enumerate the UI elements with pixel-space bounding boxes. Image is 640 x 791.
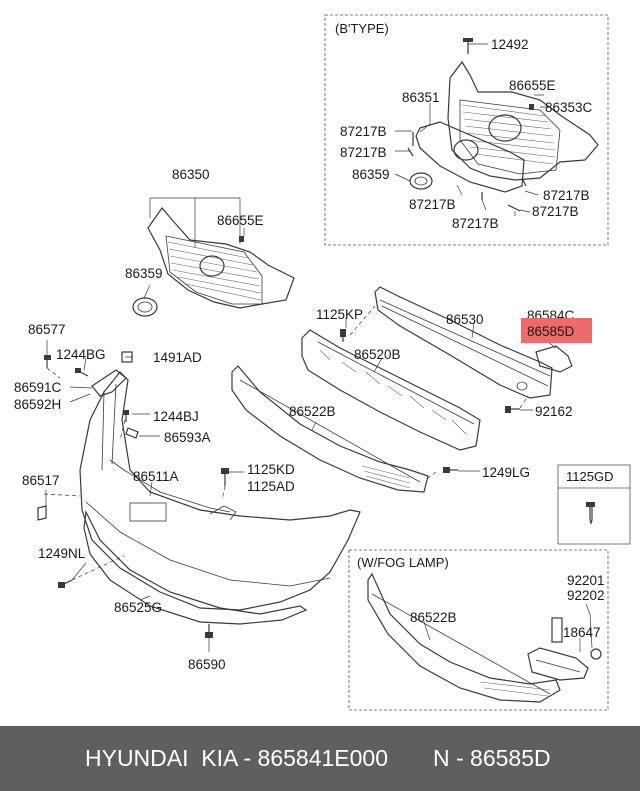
label-1249nl: 1249NL [38,546,86,561]
lg-screw [443,467,458,473]
part-number-footer: HYUNDAI KIA - 865841E000 N - 86585D [0,726,640,791]
main-grille [147,207,295,309]
label-1491ad: 1491AD [153,350,202,365]
b-type-emblem [409,172,433,190]
label-86592h: 86592H [14,397,62,412]
label-86353c: 86353C [545,100,593,115]
screw-1244BJ [123,410,129,422]
label-86520b: 86520B [354,347,401,362]
label-86525g: 86525G [114,600,163,615]
label-86577: 86577 [28,322,66,337]
label-86359: 86359 [125,266,163,281]
highlight-86585d [521,318,592,343]
label-87217b-1: 87217B [340,124,387,139]
label-1125ad: 1125AD [247,479,295,494]
b-type-box-frame [324,14,609,246]
energy-absorber [301,329,481,451]
label-1249lg: 1249LG [482,465,531,480]
label-86359-btype: 86359 [352,167,390,182]
label-86590: 86590 [188,657,226,672]
side-bracket [91,369,127,397]
label-86511a: 86511A [133,469,179,484]
beam-bracket [535,345,573,373]
label-1244bj: 1244BJ [153,409,199,424]
fog-lamp-box-title: (W/FOG LAMP) [357,555,449,570]
label-1125kd: 1125KD [247,462,295,477]
fog-bracket [551,617,602,660]
label-86585d: 86585D [527,324,575,339]
lower-grille [231,365,429,493]
b-type-molding [415,121,525,193]
label-86517: 86517 [22,473,60,488]
b-type-grille [447,60,599,181]
label-1125kp: 1125KP [316,307,364,322]
exploded-parts-drawing [37,14,631,711]
label-87217b-3: 87217B [543,188,590,203]
footer-part-number: N - 86585D [433,745,551,771]
label-86593a: 86593A [164,430,211,445]
fog-lamp [527,647,589,681]
fastener-box-title: 1125GD [566,469,614,484]
clip-86593A [125,427,139,439]
screw-icon [586,502,595,525]
label-87217b-5: 87217B [532,204,579,219]
plug-86517 [37,505,47,521]
label-86522b-fog: 86522B [410,610,457,625]
footer-brand-oem: HYUNDAI KIA - 865841E000 [85,745,388,771]
fog-lower-grille [367,572,561,703]
label-86655e-btype: 86655E [509,78,556,93]
screw-1244BG [75,368,89,377]
label-86530: 86530 [446,312,484,327]
label-86591c: 86591C [14,380,62,395]
screw-1125KD [221,468,229,486]
label-92162: 92162 [535,404,573,419]
bumper-beam [374,286,553,399]
beam-bolt [505,406,520,413]
label-12492: 12492 [491,37,529,52]
label-87217b-6: 87217B [452,216,499,231]
label-86351: 86351 [402,90,440,105]
main-emblem [132,297,158,317]
label-1244bg: 1244BG [56,347,106,362]
label-87217b-4: 87217B [409,197,456,212]
label-86350: 86350 [172,167,210,182]
kp-screw [340,329,346,342]
screw-86590 [205,624,213,638]
b-type-box-title: (B'TYPE) [335,21,389,36]
label-92202: 92202 [567,588,605,603]
label-87217b-2: 87217B [340,145,387,160]
label-86522b: 86522B [289,404,336,419]
screw-1249NL [58,579,73,588]
bumper-cover [79,371,361,611]
b-type-screw [463,38,473,54]
label-86655e: 86655E [217,213,264,228]
label-18647: 18647 [563,625,601,640]
label-92201: 92201 [567,573,605,588]
fastener-box-frame [557,464,631,545]
screw-86577 [44,355,51,368]
fog-lamp-box-frame [348,549,609,711]
